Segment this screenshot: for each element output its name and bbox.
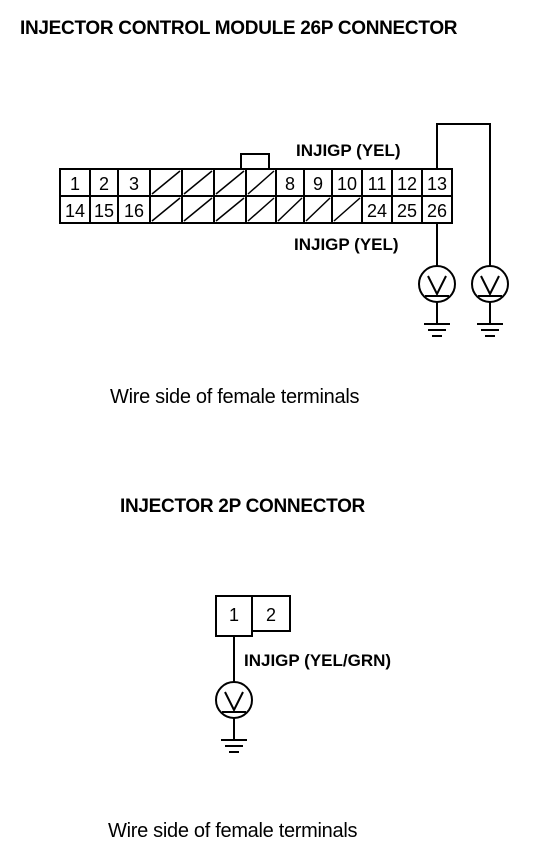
connector-26p-pin-10: 10 [337,174,357,194]
wire-pin13 [436,123,491,266]
empty-cavity-hatch [215,197,245,222]
connector-26p-pin-11: 11 [368,174,387,194]
empty-cavity-hatch [215,170,245,195]
connector-26p-pin-24: 24 [367,201,387,221]
connector-26p-pin-2: 2 [99,174,109,194]
connector-26p-pin-13: 13 [427,174,447,194]
empty-cavity-hatch [247,197,275,222]
wire-label-top: INJIGP (YEL) [296,141,401,160]
connector-2p-pin-2: 2 [266,605,276,625]
empty-cavity-hatch [333,197,361,222]
connector-26p-pin-14: 14 [65,201,85,221]
connector-26p-pin-3: 3 [129,174,139,194]
wire-label-bottom: INJIGP (YEL) [294,235,399,254]
empty-cavity-hatch [183,170,213,195]
connector-26p-title: INJECTOR CONTROL MODULE 26P CONNECTOR [20,18,458,39]
connector-2p-title: INJECTOR 2P CONNECTOR [120,496,365,517]
connector-26p-latch [240,153,270,169]
connector-2p-caption: Wire side of female terminals [108,820,358,842]
empty-cavity-hatch [305,197,331,222]
connector-26p-pin-1: 1 [70,174,80,194]
empty-cavity-hatch [183,197,213,222]
empty-cavity-hatch [151,197,181,222]
connector-26p-pin-9: 9 [313,174,323,194]
connector-26p-pin-26: 26 [427,201,447,221]
connector-26p-pin-12: 12 [397,174,417,194]
connector-26p-caption: Wire side of female terminals [110,386,360,408]
connector-2p-pin-1: 1 [229,605,239,625]
empty-cavity-hatch [151,170,181,195]
empty-cavity-hatch [247,170,275,195]
connector-26p-pin-25: 25 [397,201,417,221]
wire-label-2p: INJIGP (YEL/GRN) [244,651,391,670]
connector-26p-pin-8: 8 [285,174,295,194]
connector-26p-pin-15: 15 [94,201,114,221]
empty-cavity-hatch [277,197,303,222]
connector-26p-pin-16: 16 [124,201,144,221]
